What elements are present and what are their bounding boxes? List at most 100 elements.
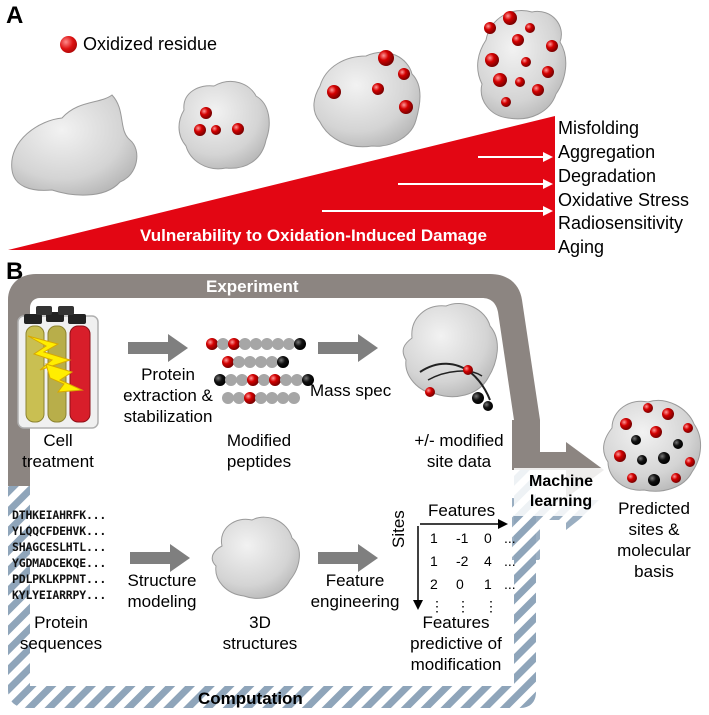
machine-learning-label: Machine learning bbox=[516, 472, 606, 512]
legend: Oxidized residue bbox=[60, 34, 217, 55]
peptide-residue bbox=[277, 392, 289, 404]
feature-matrix-cell: 1 bbox=[484, 576, 492, 592]
feature-matrix-cell: ... bbox=[504, 553, 516, 569]
sites-label: Sites bbox=[389, 510, 408, 548]
sequence-5: PDLPKLKPPNT... bbox=[12, 572, 107, 586]
machine-learning-label-bg bbox=[514, 468, 608, 516]
protein-high-oxidation bbox=[477, 10, 567, 120]
modified-residue bbox=[228, 338, 240, 350]
predicted-sites-line: basis bbox=[634, 562, 674, 581]
features-header: Features bbox=[428, 501, 496, 520]
predicted-site bbox=[620, 418, 632, 430]
structures-3d-label: 3D structures bbox=[212, 612, 308, 654]
arrow-extraction bbox=[128, 334, 188, 362]
predicted-site bbox=[648, 474, 660, 486]
modified-peptides-line: Modified bbox=[226, 431, 292, 450]
site-data-label: +/- modified site data bbox=[404, 430, 514, 472]
arrow-mass-spec bbox=[318, 334, 378, 362]
unmodified-site-residue bbox=[294, 338, 306, 350]
peptide-residue bbox=[217, 338, 229, 350]
outcome-aging: Aging bbox=[558, 237, 605, 257]
panel-b-letter: B bbox=[6, 258, 24, 285]
feature-matrix-cell: 0 bbox=[456, 576, 464, 592]
mass-spec-label: Mass spec bbox=[310, 381, 392, 400]
feature-engineering-label: Feature engineering bbox=[306, 570, 404, 612]
oxidized-residue bbox=[398, 68, 410, 80]
oxidized-residue bbox=[372, 83, 384, 95]
modified-peptides-label: Modified peptides bbox=[214, 430, 304, 472]
protein-low-oxidation bbox=[178, 81, 270, 170]
modified-residue bbox=[269, 374, 281, 386]
unmodified-site-residue bbox=[214, 374, 226, 386]
oxidized-residue bbox=[211, 125, 221, 135]
site-data-line: +/- modified bbox=[414, 431, 504, 450]
peptide-residue bbox=[233, 356, 245, 368]
protein-extraction-line: extraction & bbox=[123, 386, 213, 405]
peptide-residue bbox=[250, 338, 262, 350]
protein-unoxidized bbox=[11, 94, 138, 196]
oxidized-residue bbox=[532, 84, 544, 96]
peptide-residue bbox=[288, 392, 300, 404]
experiment-band bbox=[8, 274, 540, 486]
oxidized-residue bbox=[399, 100, 413, 114]
predicted-site bbox=[685, 457, 695, 467]
peptide-residue bbox=[255, 392, 267, 404]
structures-3d-line: 3D bbox=[249, 613, 271, 632]
outcome-degradation: Degradation bbox=[558, 166, 657, 186]
feature-matrix-cell: -1 bbox=[456, 530, 469, 546]
features-predictive-line: predictive of bbox=[410, 634, 502, 653]
oxidized-residue bbox=[521, 57, 531, 67]
predicted-site bbox=[650, 426, 662, 438]
feature-matrix-cell: 2 bbox=[430, 576, 438, 592]
predicted-site bbox=[631, 435, 641, 445]
oxidized-residue bbox=[501, 97, 511, 107]
predicted-site bbox=[627, 473, 637, 483]
peptide-residue bbox=[272, 338, 284, 350]
sequence-2: YLQQCFDEHVK... bbox=[12, 524, 107, 538]
cell-treatment-label: Cell treatment bbox=[18, 430, 98, 472]
site-data-line: site data bbox=[426, 452, 492, 471]
oxidized-residue bbox=[378, 50, 394, 66]
feature-matrix-cell: 1 bbox=[430, 553, 438, 569]
oxidized-residue bbox=[200, 107, 212, 119]
peptide-residue bbox=[258, 374, 270, 386]
experiment-title: Experiment bbox=[206, 277, 299, 296]
peptide-residue bbox=[222, 392, 234, 404]
protein-sequences-line: Protein bbox=[34, 613, 88, 632]
peptide-residue bbox=[261, 338, 273, 350]
structure-modeling-line: modeling bbox=[127, 592, 197, 611]
site-data-protein bbox=[402, 303, 498, 411]
features-predictive-line: Features bbox=[422, 613, 490, 632]
unmodified-site-residue bbox=[277, 356, 289, 368]
protein-sequences-line: sequences bbox=[19, 634, 103, 653]
peptide-residue bbox=[266, 392, 278, 404]
feature-engineering-line: engineering bbox=[310, 592, 400, 611]
predicted-site bbox=[683, 423, 693, 433]
feature-matrix-cell: ... bbox=[504, 576, 516, 592]
unmodified-residue bbox=[483, 401, 493, 411]
wedge-label: Vulnerability to Oxidation-Induced Damag… bbox=[140, 226, 487, 245]
predicted-site bbox=[614, 450, 626, 462]
oxidized-residue bbox=[542, 66, 554, 78]
machine-learning-line2: learning bbox=[529, 493, 593, 510]
structure-modeling-label: Structure modeling bbox=[114, 570, 210, 612]
sequence-3: SHAGCESLHTL... bbox=[12, 540, 107, 554]
outcome-aggregation: Aggregation bbox=[558, 142, 656, 162]
peptide-residue bbox=[225, 374, 237, 386]
predicted-site bbox=[637, 455, 647, 465]
structure-3d-protein bbox=[211, 516, 300, 599]
machine-learning-line1: Machine bbox=[528, 473, 593, 490]
oxidized-residue bbox=[194, 124, 206, 136]
unmodified-site-residue bbox=[302, 374, 314, 386]
cell-treatment-line: treatment bbox=[22, 452, 94, 471]
modified-peptides-line: peptides bbox=[226, 452, 292, 471]
arrow-feature-engineering bbox=[318, 544, 378, 572]
arrow-structure-modeling bbox=[130, 544, 190, 572]
oxidized-residue bbox=[327, 85, 341, 99]
peptide-residue bbox=[239, 338, 251, 350]
oxidized-residue bbox=[484, 22, 496, 34]
predicted-sites-line: molecular bbox=[617, 541, 691, 560]
peptide-residue bbox=[280, 374, 292, 386]
legend-label: Oxidized residue bbox=[83, 34, 218, 54]
